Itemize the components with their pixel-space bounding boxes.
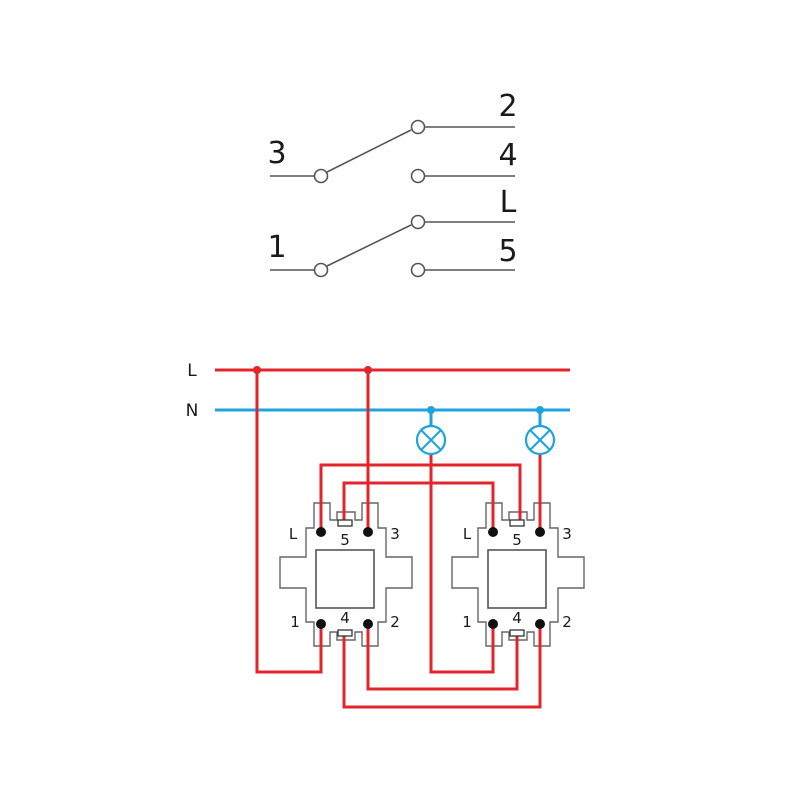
label-4: 4	[512, 609, 522, 627]
terminal-label-3: 3	[267, 136, 286, 171]
switch-schematic: 3 2 4 1 L 5	[267, 89, 518, 278]
terminal-1	[316, 619, 326, 629]
label-L: L	[463, 525, 472, 543]
switch-rocker	[315, 549, 375, 609]
switch-lever	[326, 129, 412, 173]
terminal-label-1: 1	[267, 230, 286, 265]
terminal-3	[363, 527, 373, 537]
switch-b-terminals: L 5 3 1 4 2	[462, 519, 572, 637]
label-1: 1	[290, 613, 300, 631]
neutral-label: N	[186, 401, 199, 421]
red-wiring	[255, 370, 542, 709]
terminal-label-2: 2	[498, 89, 517, 124]
wire-lamp1-to-b1	[429, 455, 495, 674]
contact-1	[313, 262, 329, 278]
contact-3	[313, 168, 329, 184]
terminal-L	[488, 527, 498, 537]
terminal-label-4: 4	[498, 138, 517, 173]
contact-5	[410, 262, 426, 278]
lamp-icon	[415, 424, 447, 456]
switch-lever	[326, 224, 412, 267]
switch-body-b	[451, 502, 585, 647]
switch-a-terminals: L 5 3 1 4 2	[289, 519, 400, 637]
contact-L	[410, 214, 426, 230]
terminal-5	[509, 519, 525, 527]
label-2: 2	[562, 613, 572, 631]
terminal-1	[488, 619, 498, 629]
terminal-4	[509, 629, 525, 637]
label-L: L	[289, 525, 298, 543]
terminal-2	[535, 619, 545, 629]
wire-L-to-a1	[255, 370, 323, 674]
contact-2	[410, 119, 426, 135]
label-5: 5	[340, 531, 350, 549]
terminal-3	[535, 527, 545, 537]
label-1: 1	[462, 613, 472, 631]
switch-rocker	[487, 549, 547, 609]
terminal-5	[337, 519, 353, 527]
line-label: L	[187, 361, 197, 381]
label-4: 4	[340, 609, 350, 627]
terminal-label-L: L	[500, 185, 517, 220]
lamps	[415, 410, 556, 456]
terminal-4	[337, 629, 353, 637]
terminal-2	[363, 619, 373, 629]
wire-a4-to-b2	[342, 626, 542, 709]
contact-4	[410, 168, 426, 184]
terminal-L	[316, 527, 326, 537]
switch-body-a	[279, 502, 413, 647]
supply-lines: L N	[186, 361, 570, 421]
label-5: 5	[512, 531, 522, 549]
wire-a5-to-bL	[342, 481, 495, 530]
label-2: 2	[390, 613, 400, 631]
label-3: 3	[562, 525, 572, 543]
wire-a2-to-b4	[366, 626, 519, 691]
terminal-label-5: 5	[498, 234, 517, 269]
label-3: 3	[390, 525, 400, 543]
lamp-icon	[524, 424, 556, 456]
wire-aL-to-b5	[319, 463, 522, 530]
